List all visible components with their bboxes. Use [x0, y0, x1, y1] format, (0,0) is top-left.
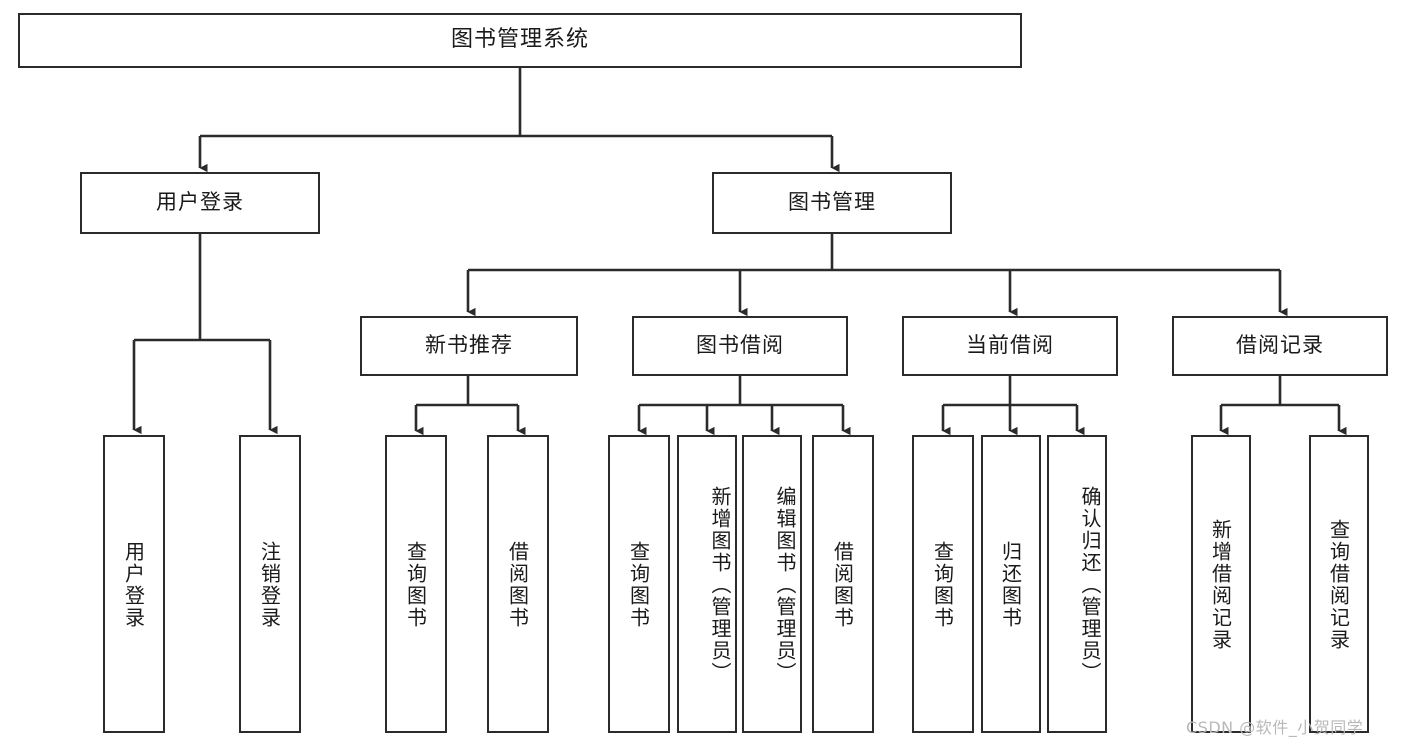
node-label: 图书管理系统 [450, 27, 589, 53]
leaf-new-book-borrow-book[interactable]: 借阅图书 [487, 435, 549, 733]
node-label: 注销登录 [257, 541, 282, 629]
leaf-borrow-record-add-record[interactable]: 新增借阅记录 [1191, 435, 1251, 733]
node-user-login[interactable]: 用户登录 [80, 172, 320, 234]
leaf-user-login-login[interactable]: 用户登录 [103, 435, 165, 733]
node-label: 查询图书 [403, 541, 428, 629]
node-label: 查询图书 [930, 541, 955, 629]
node-label: 编辑图书（管理员） [773, 486, 797, 684]
node-label: 确认归还（管理员） [1078, 486, 1102, 684]
leaf-book-borrow-query-book[interactable]: 查询图书 [608, 435, 670, 733]
node-label: 新增图书（管理员） [708, 486, 732, 684]
node-label: 图书管理 [788, 190, 876, 215]
node-label: 用户登录 [121, 541, 146, 629]
node-label: 查询借阅记录 [1326, 519, 1351, 651]
node-book-borrow[interactable]: 图书借阅 [632, 316, 848, 376]
node-book-management[interactable]: 图书管理 [712, 172, 952, 234]
node-label: 借阅图书 [505, 541, 530, 629]
leaf-borrow-record-query-record[interactable]: 查询借阅记录 [1309, 435, 1369, 733]
node-current-borrow[interactable]: 当前借阅 [902, 316, 1118, 376]
node-label: 新增借阅记录 [1208, 519, 1233, 651]
node-label: 借阅记录 [1236, 333, 1324, 358]
leaf-new-book-query-book[interactable]: 查询图书 [385, 435, 447, 733]
node-label: 用户登录 [156, 190, 244, 215]
node-root-book-management-system[interactable]: 图书管理系统 [18, 13, 1022, 68]
leaf-book-borrow-borrow-book[interactable]: 借阅图书 [812, 435, 874, 733]
node-label: 图书借阅 [696, 333, 784, 358]
node-label: 归还图书 [998, 541, 1023, 629]
leaf-book-borrow-add-book-admin[interactable]: 新增图书（管理员） [677, 435, 737, 733]
leaf-user-login-logout[interactable]: 注销登录 [239, 435, 301, 733]
node-label: 查询图书 [626, 541, 651, 629]
leaf-current-borrow-return-book[interactable]: 归还图书 [981, 435, 1041, 733]
node-borrow-record[interactable]: 借阅记录 [1172, 316, 1388, 376]
node-new-book-recommend[interactable]: 新书推荐 [360, 316, 578, 376]
node-label: 借阅图书 [830, 541, 855, 629]
csdn-watermark: CSDN @软件_小贺同学 [1186, 718, 1364, 737]
node-label: 当前借阅 [966, 333, 1054, 358]
node-label: 新书推荐 [425, 333, 513, 358]
leaf-current-borrow-query-book[interactable]: 查询图书 [912, 435, 974, 733]
leaf-book-borrow-edit-book-admin[interactable]: 编辑图书（管理员） [742, 435, 802, 733]
leaf-current-borrow-confirm-return-admin[interactable]: 确认归还（管理员） [1047, 435, 1107, 733]
